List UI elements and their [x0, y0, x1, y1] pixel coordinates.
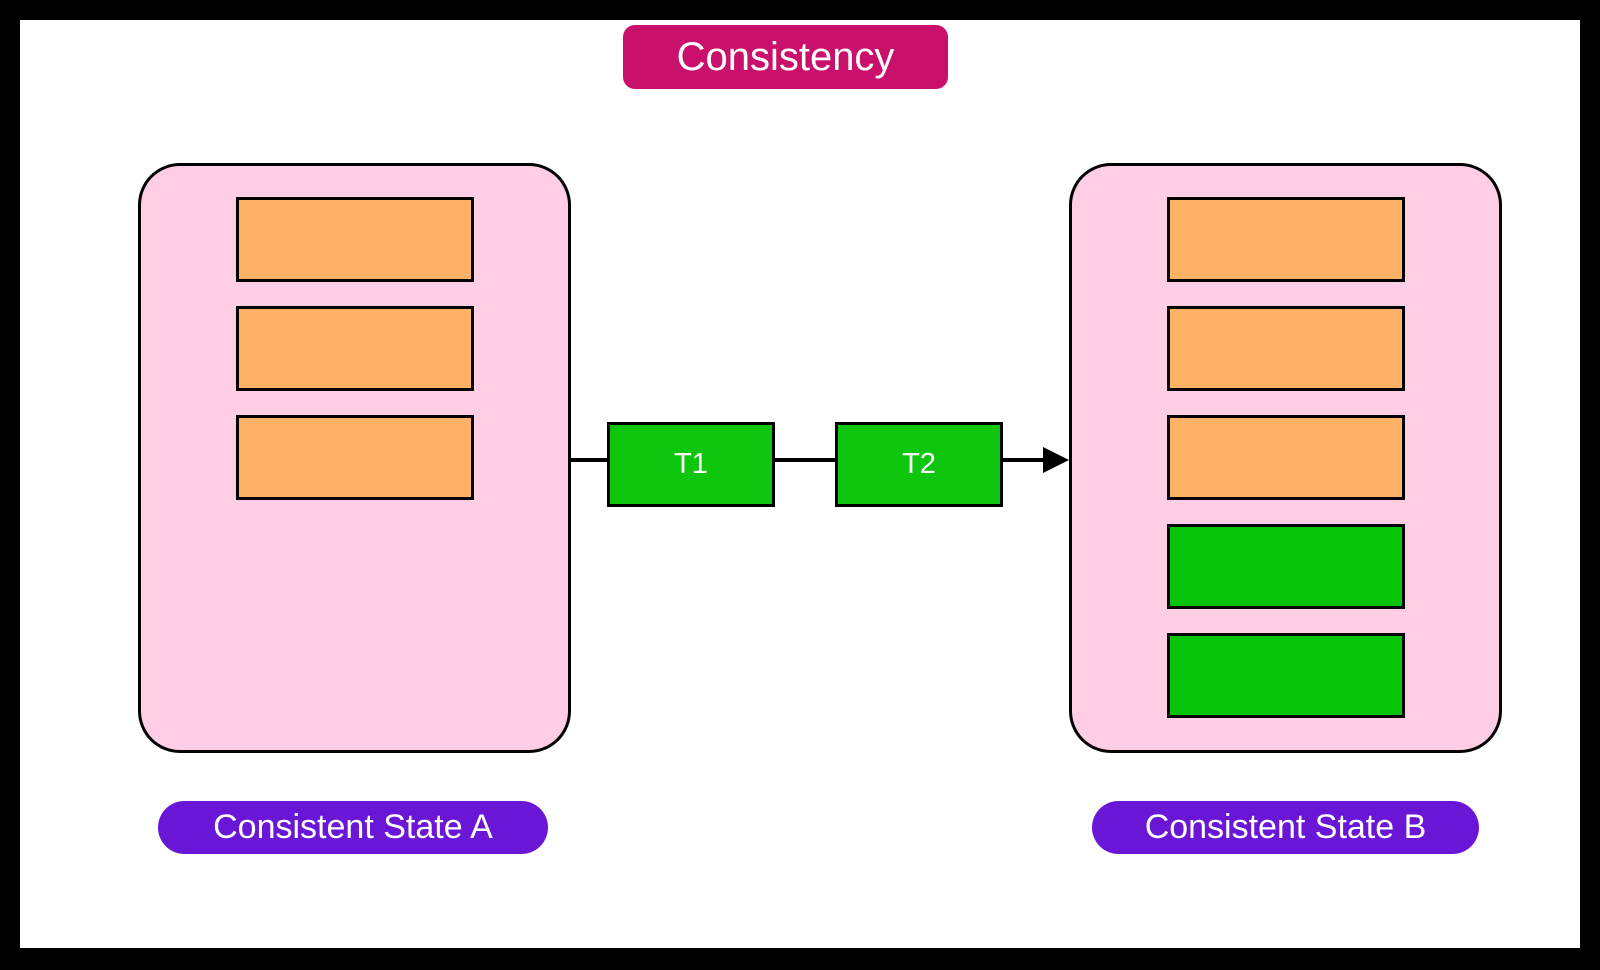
state-b-label-text: Consistent State B: [1144, 808, 1427, 846]
state-row-orange: [235, 306, 474, 391]
diagram-canvas: Consistency T1 T2 Consistent State A Con…: [20, 20, 1580, 948]
transaction-t2-box: T2: [835, 422, 1003, 507]
connector-line-t2-to-b: [1003, 458, 1047, 462]
connector-line-t1-to-t2: [774, 458, 836, 462]
title-badge: Consistency: [623, 25, 948, 89]
state-row-orange: [235, 197, 474, 282]
state-row-green: [1166, 633, 1405, 718]
title-text: Consistency: [676, 34, 895, 79]
state-row-orange: [1166, 415, 1405, 500]
state-row-orange: [1166, 197, 1405, 282]
state-b-label-badge: Consistent State B: [1092, 801, 1479, 854]
arrow-right-icon: [1043, 447, 1069, 473]
transaction-t1-label: T1: [674, 448, 708, 480]
transaction-t2-label: T2: [902, 448, 936, 480]
state-row-orange: [235, 415, 474, 500]
connector-line-a-to-t1: [571, 458, 608, 462]
state-a-label-text: Consistent State A: [213, 808, 493, 846]
consistent-state-a-container: [138, 163, 571, 753]
transaction-t1-box: T1: [607, 422, 775, 507]
consistent-state-b-container: [1069, 163, 1502, 753]
state-row-orange: [1166, 306, 1405, 391]
state-a-label-badge: Consistent State A: [158, 801, 548, 854]
state-row-green: [1166, 524, 1405, 609]
